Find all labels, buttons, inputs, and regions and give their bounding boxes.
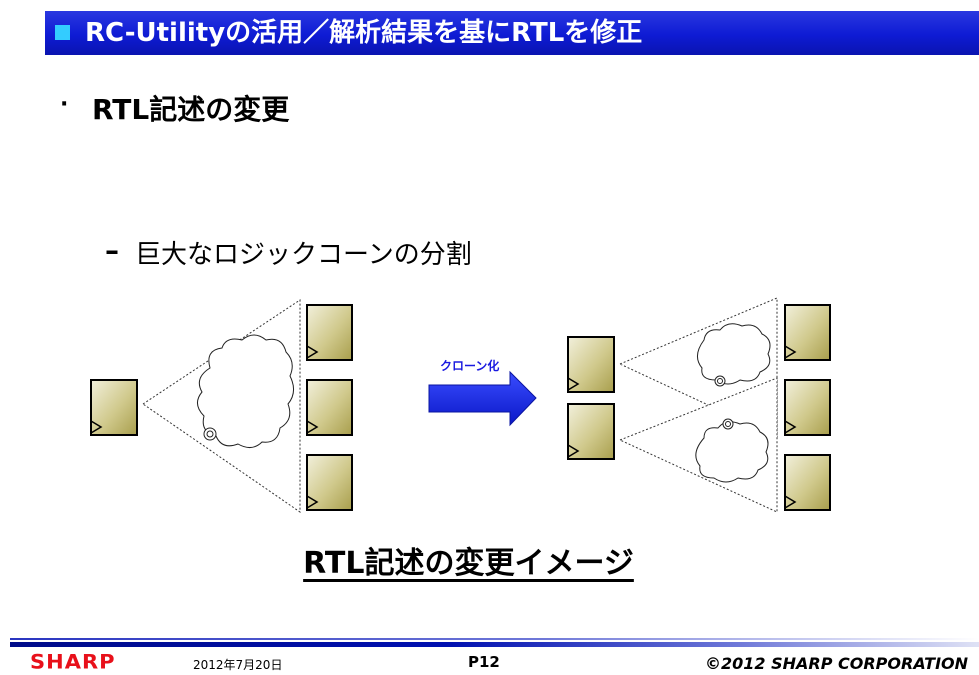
spiral-icon <box>714 375 726 387</box>
logic-cloud-left <box>197 334 294 448</box>
left-cone-group <box>90 299 353 513</box>
right-cone-group <box>567 297 831 513</box>
bullet-rtl-change: RTL記述の変更 <box>92 93 290 126</box>
caption-text: RTL記述の変更イメージ <box>303 546 634 581</box>
flipflop-sink-1 <box>306 304 353 361</box>
clone-arrow: クローン化 <box>428 358 537 427</box>
bullet-marker: · <box>60 92 69 117</box>
flipflop-sink-right-1 <box>784 304 831 361</box>
flipflop-sink-right-2 <box>784 379 831 436</box>
flipflop-source <box>90 379 138 436</box>
footer-divider <box>10 642 979 647</box>
sub-bullet-marker: – <box>105 234 119 267</box>
diagram-caption: RTL記述の変更イメージ <box>0 538 937 582</box>
flipflop-sink-2 <box>306 379 353 436</box>
spiral-icon <box>203 427 217 441</box>
flipflop-clone-2 <box>567 403 615 460</box>
sharp-logo: SHARP <box>30 650 116 674</box>
spiral-icon <box>722 418 734 430</box>
slide-title: RC-Utilityの活用／解析結果を基にRTLを修正 <box>85 18 643 48</box>
logic-cloud-right-lower <box>695 421 769 483</box>
logic-cloud-right-upper <box>697 323 771 385</box>
footer-date: 2012年7月20日 <box>193 658 283 672</box>
title-bar: RC-Utilityの活用／解析結果を基にRTLを修正 <box>45 11 979 55</box>
copyright-notice: ©2012 SHARP CORPORATION <box>705 654 969 673</box>
page-number: P12 <box>468 653 500 671</box>
flipflop-sink-right-3 <box>784 454 831 511</box>
flipflop-clone-1 <box>567 336 615 393</box>
title-bullet-square <box>55 25 70 40</box>
right-arrow-icon <box>428 370 537 427</box>
footer-divider-thin <box>10 638 979 640</box>
arrow-label: クローン化 <box>440 358 499 373</box>
flipflop-sink-3 <box>306 454 353 511</box>
sub-bullet-cone-split: 巨大なロジックコーンの分割 <box>135 240 472 270</box>
